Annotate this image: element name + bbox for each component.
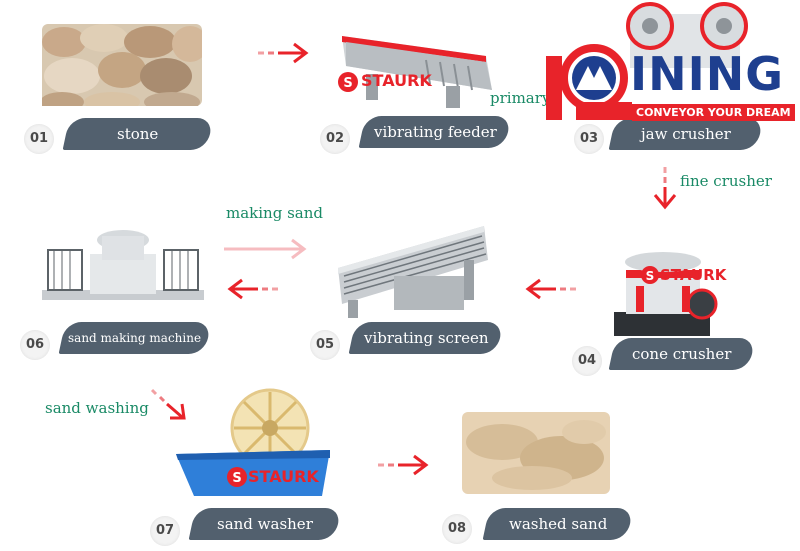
svg-text:S: S — [232, 471, 241, 486]
arrow-label-sand-washing: sand washing — [45, 399, 149, 417]
step-label-vibrating-feeder: vibrating feeder — [358, 116, 512, 148]
label-text: stone — [117, 125, 159, 143]
staurk-logo-text: STAURK — [660, 266, 727, 284]
arrow-right-icon — [378, 454, 429, 476]
arrow-right-icon — [258, 42, 309, 64]
arrow-diagonal-icon — [150, 388, 186, 420]
step-label-cone-crusher: cone crusher — [608, 338, 756, 370]
label-text: sand making machine — [68, 331, 202, 345]
staurk-logo: S — [641, 266, 659, 284]
arrow-label-fine-crusher: fine crusher — [680, 172, 772, 190]
label-text: cone crusher — [632, 345, 732, 363]
step-label-vibrating-screen: vibrating screen — [348, 322, 504, 354]
step-number: 06 — [20, 330, 50, 360]
jaw-crusher-image — [626, 2, 748, 68]
label-text: washed sand — [508, 515, 608, 533]
arrow-label-making-sand: making sand — [226, 204, 323, 222]
svg-text:S: S — [343, 76, 352, 91]
step-number: 05 — [310, 330, 340, 360]
step-number: 02 — [320, 124, 350, 154]
staurk-logo-text: STAURK — [248, 467, 319, 486]
step-label-sand-making-machine: sand making machine — [58, 322, 212, 354]
sand-making-machine-image — [42, 230, 204, 300]
arrow-label-primary: primary — [490, 89, 551, 107]
svg-text:S: S — [646, 269, 655, 283]
step-label-washed-sand: washed sand — [482, 508, 634, 540]
watermark-tagline: CONVEYOR YOUR DREAM — [632, 104, 795, 121]
vibrating-screen-image — [338, 226, 488, 318]
step-number: 03 — [574, 124, 604, 154]
arrow-right-icon — [224, 238, 307, 260]
label-text: sand washer — [217, 515, 313, 533]
label-text: jaw crusher — [641, 125, 731, 143]
step-number: 04 — [572, 346, 602, 376]
label-text: vibrating screen — [363, 329, 489, 347]
arrow-left-icon — [525, 278, 576, 300]
mining-watermark-logo — [546, 44, 632, 120]
step-number: 01 — [24, 124, 54, 154]
cone-crusher-image — [614, 252, 718, 336]
washed-sand-image — [462, 412, 610, 494]
arrow-left-icon — [227, 278, 278, 300]
step-label-sand-washer: sand washer — [188, 508, 342, 540]
sand-washer-image — [176, 388, 330, 496]
arrow-down-icon — [653, 167, 677, 210]
label-text: vibrating feeder — [373, 123, 497, 141]
staurk-logo: S — [227, 467, 247, 487]
step-number: 07 — [150, 516, 180, 546]
watermark-title: INING — [630, 47, 784, 101]
vibrating-feeder-image — [342, 36, 492, 108]
step-label-stone: stone — [62, 118, 214, 150]
step-number: 08 — [442, 514, 472, 544]
stone-image — [42, 24, 202, 106]
staurk-logo: S — [338, 72, 358, 92]
staurk-logo-text: STAURK — [361, 71, 432, 90]
